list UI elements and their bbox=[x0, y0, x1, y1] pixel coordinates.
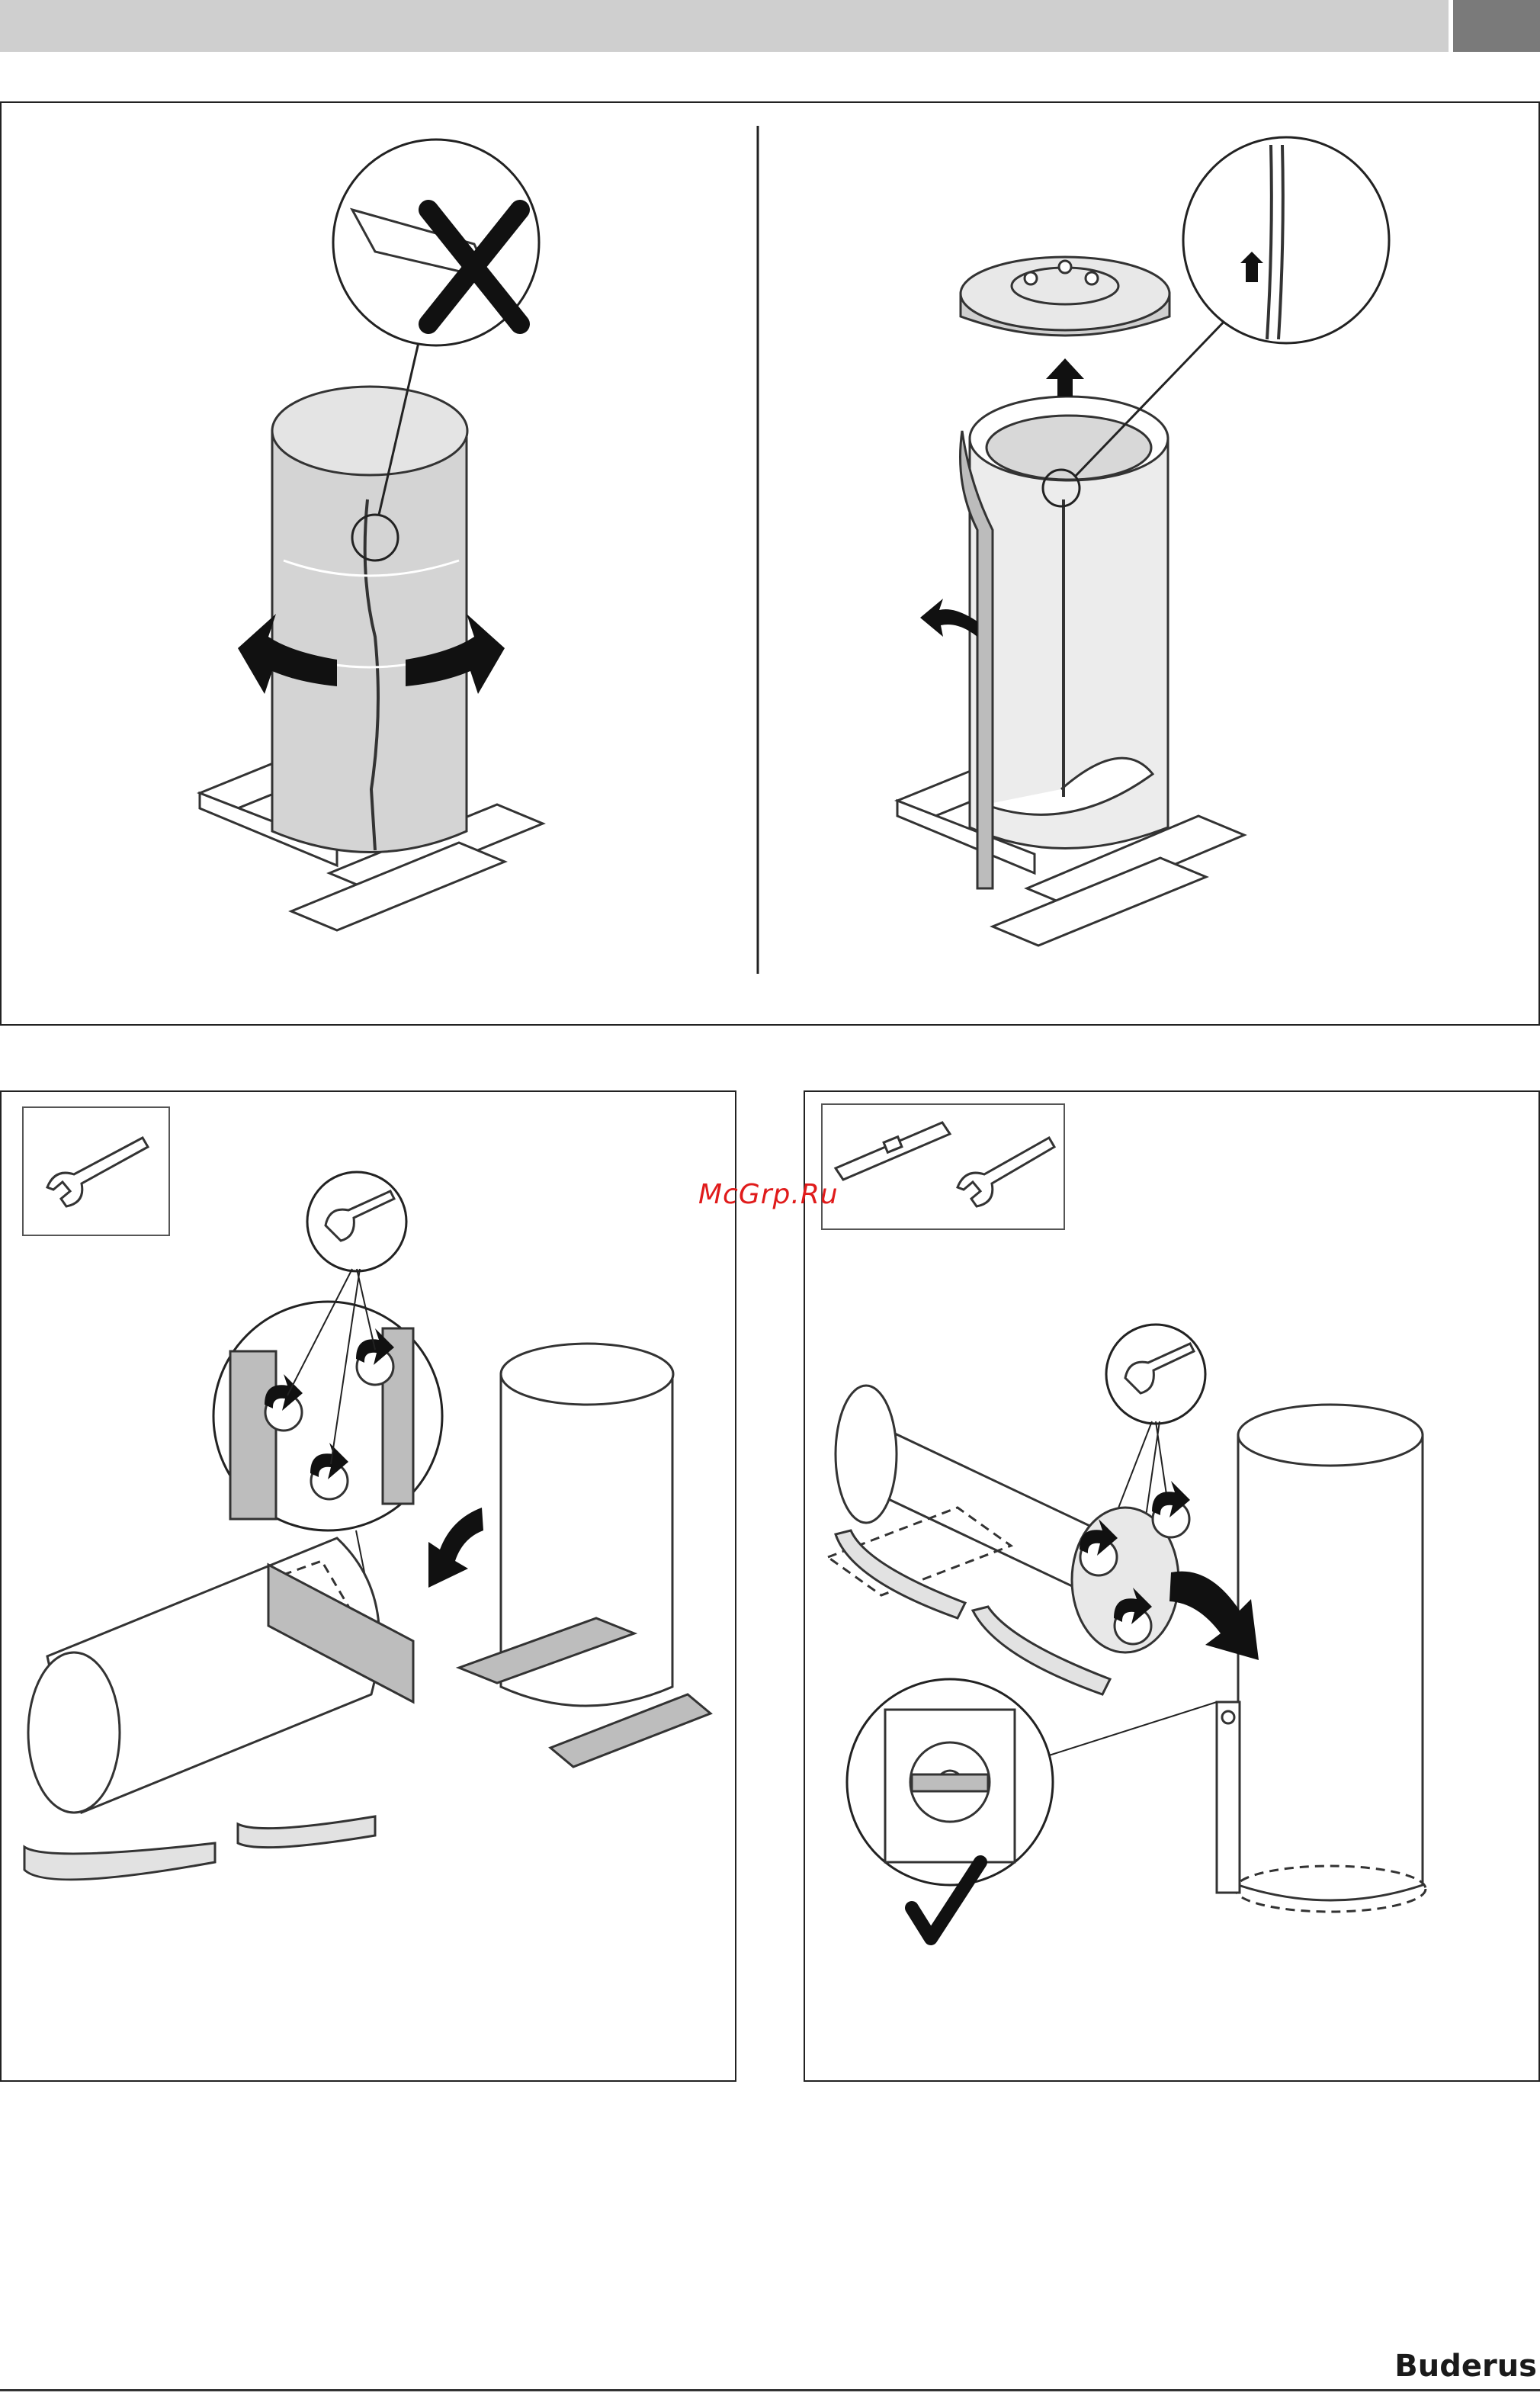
cutter-crossed-icon bbox=[333, 140, 539, 345]
panel-step-4 bbox=[804, 1090, 1540, 2082]
pallet-detail-circle bbox=[213, 1302, 442, 1530]
wrench-icon-callout bbox=[307, 1172, 406, 1271]
wrapped-tank bbox=[272, 387, 467, 853]
step-4-illustration bbox=[805, 1092, 1540, 2083]
lying-tank bbox=[28, 1538, 380, 1813]
lift-arrow-icon bbox=[1046, 358, 1084, 397]
top-illustration bbox=[2, 103, 1540, 1027]
header-tab bbox=[1453, 0, 1540, 52]
brand-logo: Buderus bbox=[1394, 2349, 1537, 2384]
wrench-icon-callout bbox=[1106, 1325, 1205, 1424]
turn-arrow-icon bbox=[428, 1508, 483, 1588]
watermark: McGrp.Ru bbox=[698, 1179, 839, 1210]
cushion bbox=[24, 1816, 375, 1880]
step-3-illustration bbox=[2, 1092, 738, 2083]
upright-tank-step-4 bbox=[1235, 1405, 1426, 1912]
panel-step-3 bbox=[0, 1090, 736, 2082]
spirit-level-attached bbox=[1217, 1702, 1240, 1893]
level-detail-circle bbox=[847, 1679, 1053, 1885]
zipper-detail-icon bbox=[1183, 137, 1389, 343]
header-bar bbox=[0, 0, 1449, 52]
tank-body bbox=[970, 397, 1168, 849]
footer-rule bbox=[0, 2389, 1540, 2391]
panel-top bbox=[0, 101, 1540, 1026]
top-cover bbox=[961, 257, 1169, 336]
